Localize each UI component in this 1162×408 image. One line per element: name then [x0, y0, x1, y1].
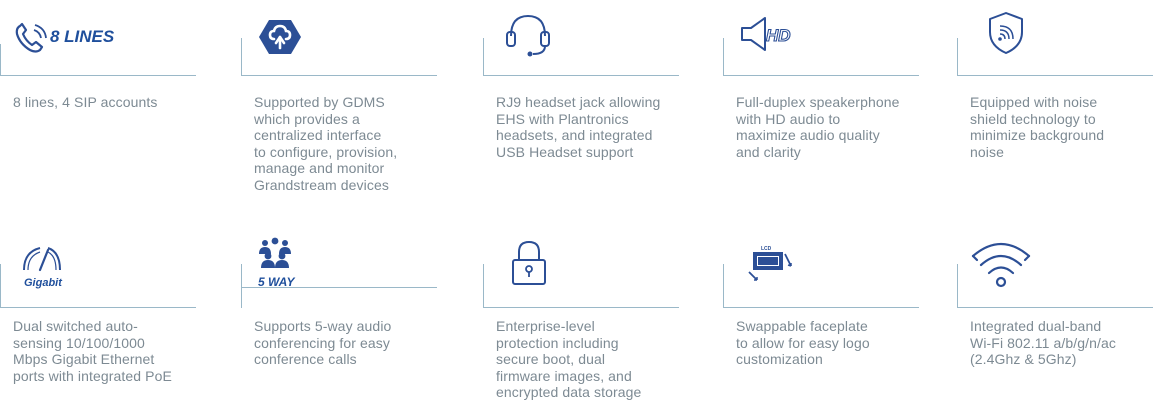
- divider-vertical: [723, 38, 724, 76]
- divider-vertical: [483, 38, 484, 76]
- divider-horizontal: [957, 75, 1153, 76]
- divider-horizontal: [241, 75, 437, 76]
- divider-vertical: [957, 264, 958, 308]
- feature-description: RJ9 headset jack allowing EHS with Plant…: [496, 94, 661, 160]
- divider-horizontal: [723, 75, 919, 76]
- divider-horizontal: [957, 307, 1153, 308]
- divider-vertical: [483, 264, 484, 308]
- divider-horizontal: [0, 75, 196, 76]
- lcd-faceplate-icon: LCD: [747, 244, 797, 284]
- phone-lines-icon: 8 LINES: [14, 20, 124, 56]
- divider-horizontal: [483, 307, 679, 308]
- feature-noise-shield: Equipped with noise shield technology to…: [957, 0, 1157, 170]
- divider-vertical: [0, 264, 1, 308]
- feature-headset: RJ9 headset jack allowing EHS with Plant…: [483, 0, 683, 170]
- divider-horizontal: [241, 287, 437, 288]
- feature-lines: 8 LINES 8 lines, 4 SIP accounts: [0, 0, 200, 170]
- feature-gdms: Supported by GDMS which provides a centr…: [241, 0, 441, 193]
- feature-description: Swappable faceplate to allow for easy lo…: [736, 318, 870, 367]
- divider-vertical: [0, 44, 1, 76]
- divider-vertical: [241, 38, 242, 76]
- feature-conference: 5 WAY Supports 5-way audio conferencing …: [241, 230, 441, 400]
- feature-hd-audio: HD Full-duplex speakerphone with HD audi…: [723, 0, 923, 170]
- lines-badge: 8 LINES: [50, 27, 115, 46]
- hd-speaker-icon: HD: [739, 16, 803, 52]
- divider-vertical: [957, 38, 958, 76]
- divider-vertical: [241, 264, 242, 308]
- divider-vertical: [723, 264, 724, 308]
- feature-security: Enterprise-level protection including se…: [483, 230, 683, 400]
- lcd-label: LCD: [761, 246, 772, 252]
- feature-description: Integrated dual-band Wi-Fi 802.11 a/b/g/…: [970, 318, 1116, 367]
- divider-horizontal: [723, 307, 919, 308]
- feature-description: Equipped with noise shield technology to…: [970, 94, 1105, 160]
- feature-faceplate: LCD Swappable faceplate to allow for eas…: [723, 230, 923, 400]
- feature-description: Enterprise-level protection including se…: [496, 318, 642, 400]
- five-way-badge: 5 WAY: [258, 275, 295, 289]
- noise-shield-icon: [985, 10, 1027, 56]
- feature-description: Supports 5-way audio conferencing for ea…: [254, 318, 392, 367]
- feature-description: Full-duplex speakerphone with HD audio t…: [736, 94, 900, 160]
- divider-horizontal: [0, 307, 196, 308]
- gdms-cloud-icon: [257, 18, 303, 56]
- feature-description: Dual switched auto- sensing 10/100/1000 …: [13, 318, 172, 384]
- divider-horizontal: [483, 75, 679, 76]
- feature-description: Supported by GDMS which provides a centr…: [254, 94, 398, 193]
- gigabit-speedometer-icon: Gigabit: [18, 240, 78, 290]
- headset-icon: [503, 10, 553, 60]
- gigabit-badge: Gigabit: [24, 277, 63, 289]
- padlock-icon: [509, 238, 549, 288]
- feature-description: 8 lines, 4 SIP accounts: [13, 94, 158, 110]
- feature-gigabit: Gigabit Dual switched auto- sensing 10/1…: [0, 230, 200, 400]
- wifi-icon: [969, 236, 1033, 290]
- conference-people-icon: 5 WAY: [255, 234, 315, 290]
- hd-badge: HD: [766, 26, 791, 45]
- feature-wifi: Integrated dual-band Wi-Fi 802.11 a/b/g/…: [957, 230, 1157, 400]
